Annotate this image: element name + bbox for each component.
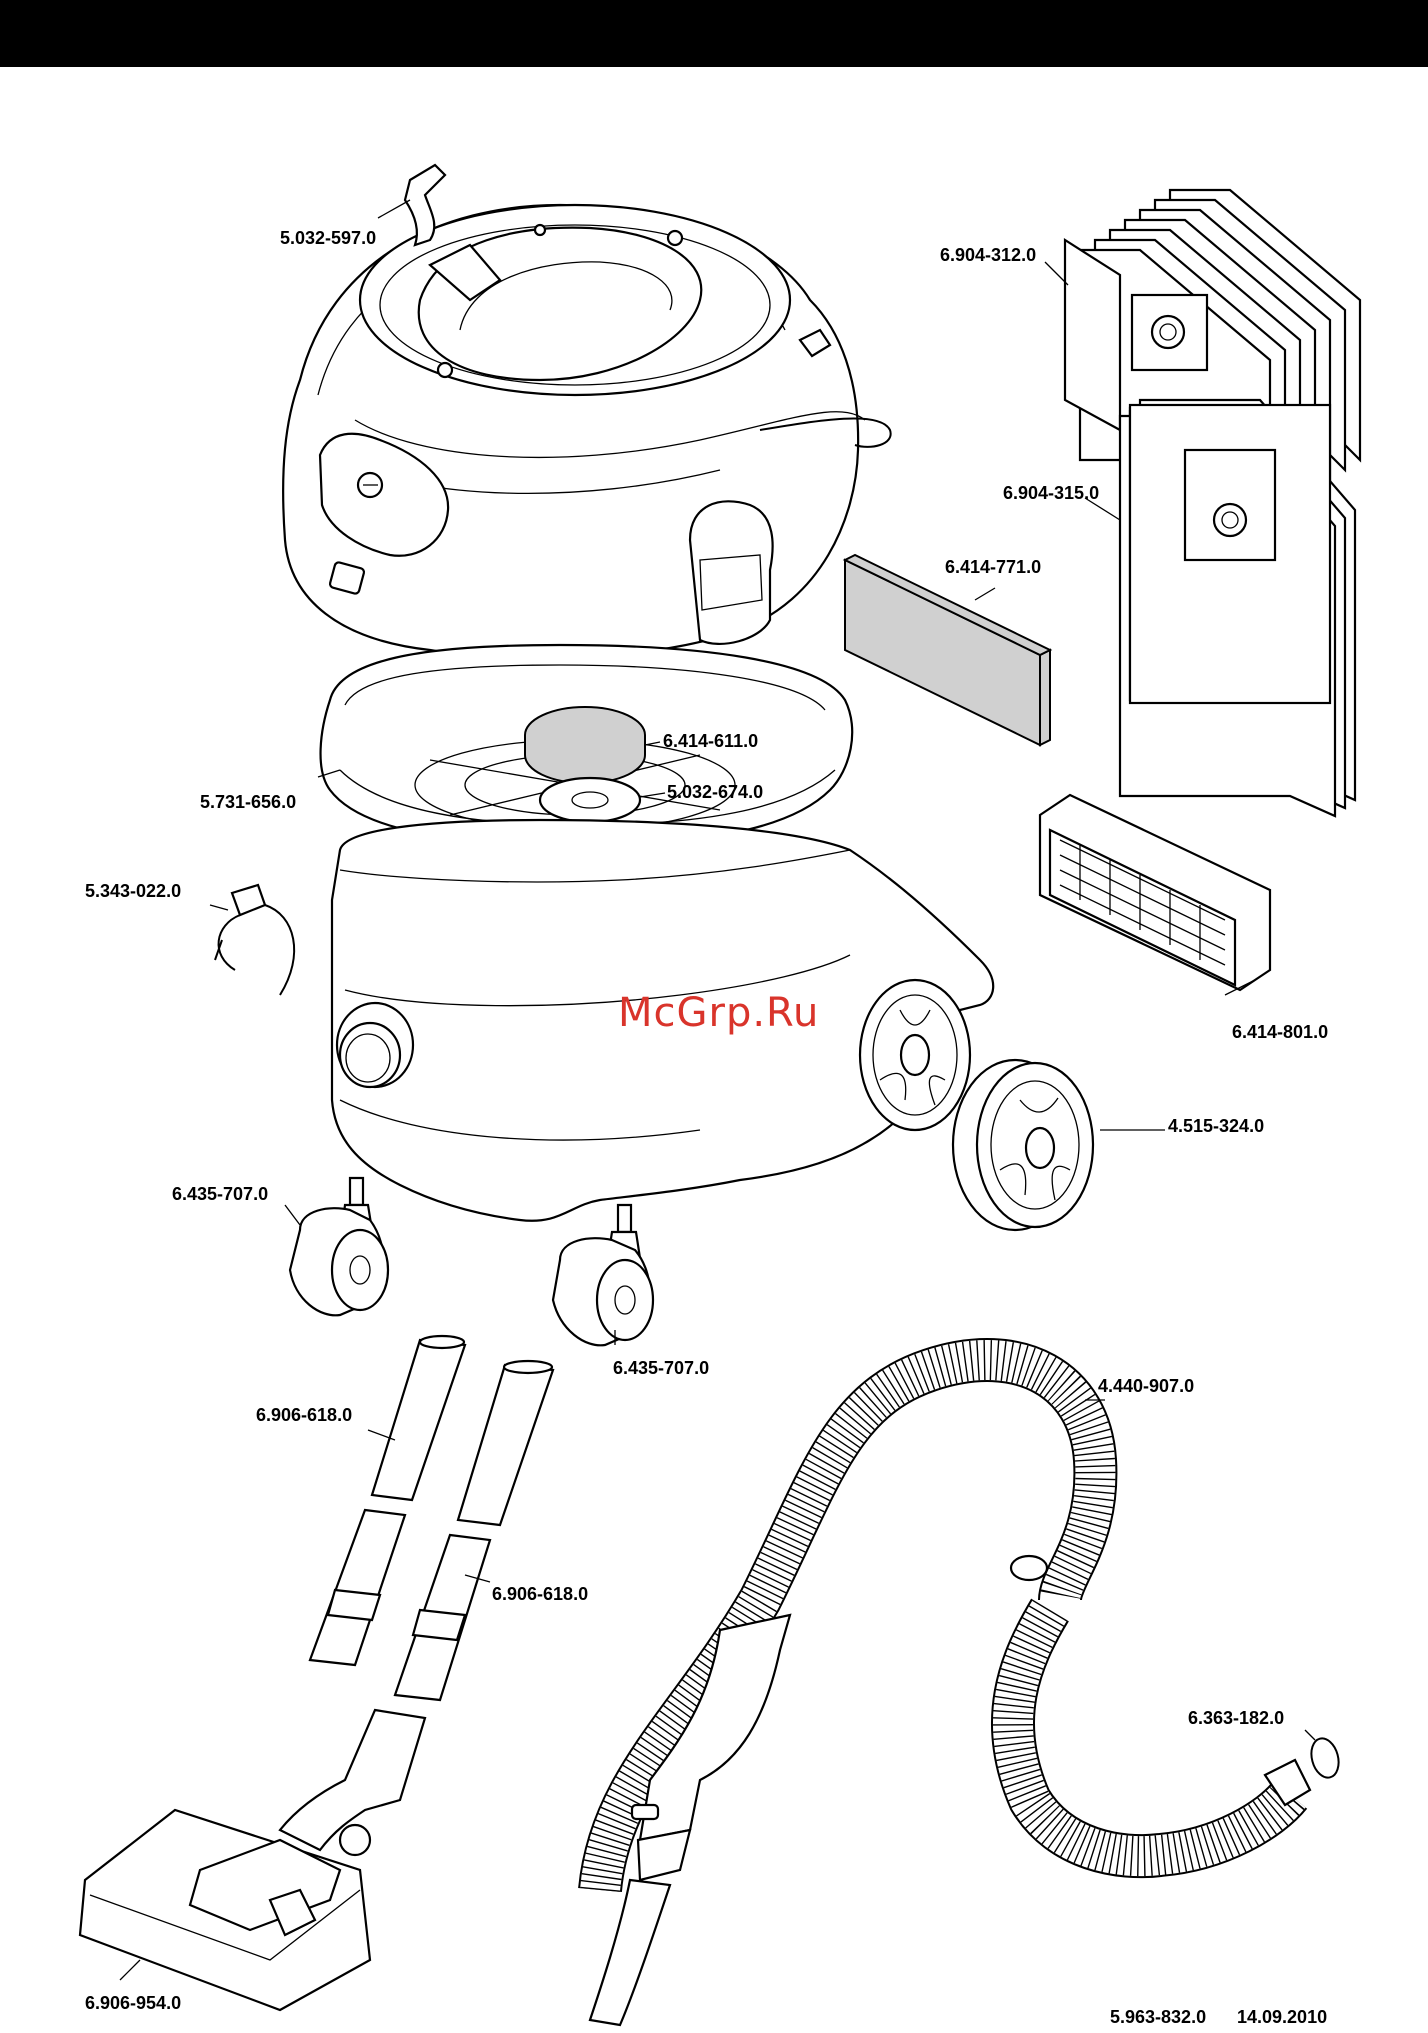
part-label: 6.414-611.0 — [663, 731, 758, 751]
floor-nozzle-drawing — [80, 1710, 425, 2010]
suction-tube-lower-left — [310, 1510, 405, 1665]
part-label: 5.343-022.0 — [85, 881, 181, 901]
hose-holder-drawing — [215, 885, 294, 995]
castor-left-drawing — [290, 1178, 388, 1315]
castor-right-drawing — [553, 1205, 653, 1345]
part-label: 6.435-707.0 — [172, 1184, 268, 1204]
part-label: 6.363-182.0 — [1188, 1708, 1284, 1728]
part-label: 6.414-771.0 — [945, 557, 1041, 577]
fleece-bags-stack-drawing — [1120, 400, 1355, 816]
document-date: 14.09.2010 — [1237, 2007, 1327, 2028]
part-label: 6.904-312.0 — [940, 245, 1036, 265]
suction-tube-lower-right — [395, 1535, 490, 1700]
hepa-filter-drawing — [1040, 795, 1270, 990]
part-label: 6.904-315.0 — [1003, 483, 1099, 503]
document-number: 5.963-832.0 — [1110, 2007, 1206, 2028]
part-label: 6.435-707.0 — [613, 1358, 709, 1378]
filter-basket-drawing — [321, 645, 853, 845]
watermark-text: McGrp.Ru — [618, 990, 819, 1036]
part-label: 6.414-801.0 — [1232, 1022, 1328, 1042]
part-label: 6.906-618.0 — [492, 1584, 588, 1604]
rear-wheel-drawing — [953, 1060, 1093, 1230]
suction-tube-upper-left — [372, 1336, 465, 1500]
part-label: 6.906-954.0 — [85, 1993, 181, 2013]
suction-tube-upper-right — [458, 1361, 553, 1525]
part-label: 6.906-618.0 — [256, 1405, 352, 1425]
part-label: 5.032-674.0 — [667, 782, 763, 802]
foam-filter-drawing — [845, 555, 1050, 745]
vacuum-head-drawing — [283, 205, 891, 658]
part-label: 5.032-597.0 — [280, 228, 376, 248]
part-label: 4.440-907.0 — [1098, 1376, 1194, 1396]
seal-ring-drawing — [1307, 1735, 1342, 1780]
part-label: 5.731-656.0 — [200, 792, 296, 812]
part-label: 4.515-324.0 — [1168, 1116, 1264, 1136]
suction-hose-drawing — [590, 1360, 1310, 2025]
